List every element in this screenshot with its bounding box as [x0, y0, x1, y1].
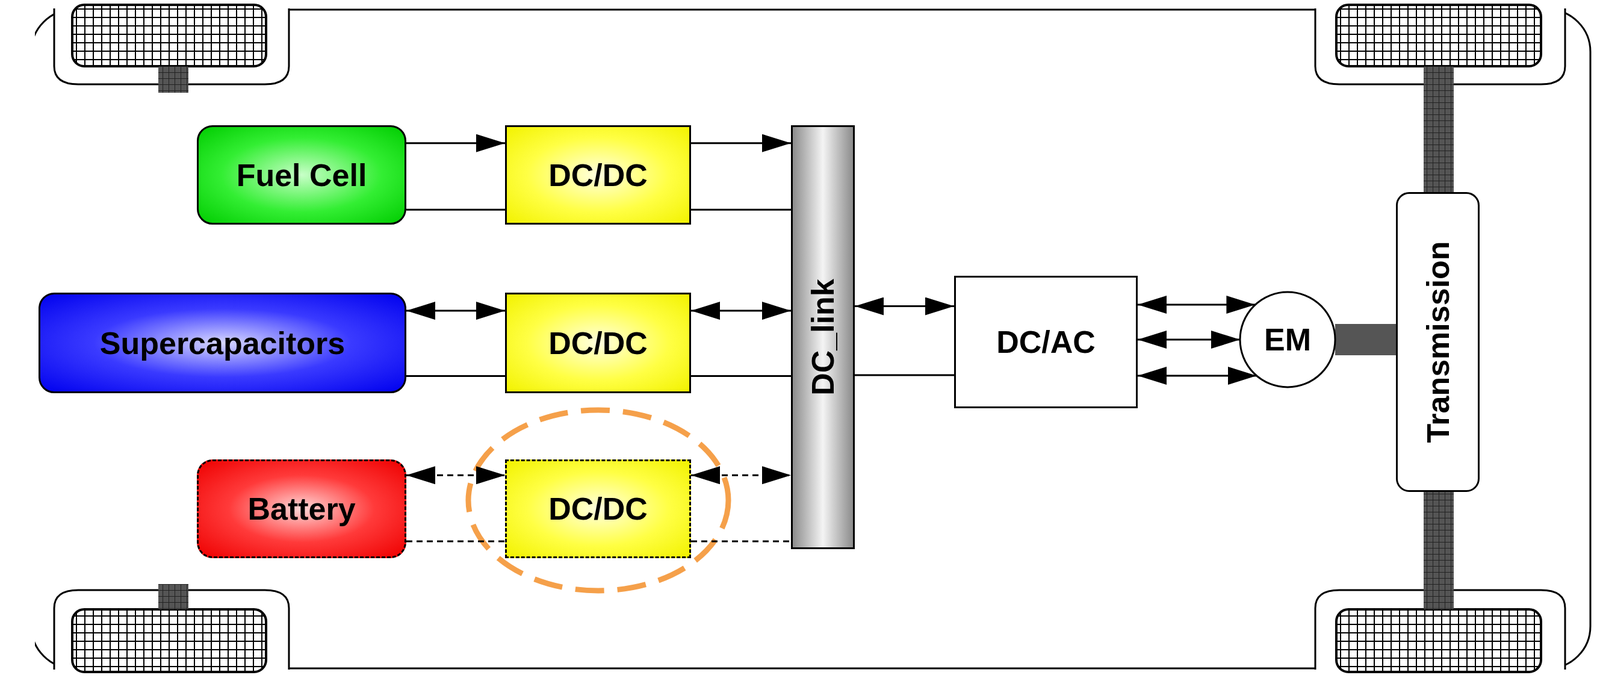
connector: [691, 310, 791, 377]
node-label: EM: [1264, 321, 1312, 358]
connector: [406, 310, 506, 377]
dc-link-bus: DC_link: [790, 125, 855, 549]
converter-box: DC/DC: [505, 125, 692, 225]
connector: [406, 474, 506, 542]
wire: [1137, 375, 1257, 377]
node-label: DC/DC: [548, 157, 648, 194]
node-label: DC_link: [804, 278, 841, 396]
wire: [1137, 338, 1241, 341]
wire: [691, 142, 791, 144]
return-wire: [691, 375, 791, 377]
node-label: Supercapacitors: [99, 325, 346, 362]
return-wire: [406, 375, 506, 377]
connector: [691, 143, 791, 211]
node-label: Battery: [247, 490, 356, 527]
wire: [1137, 303, 1256, 306]
axle-stub: [158, 66, 189, 93]
wire: [691, 474, 791, 477]
connector: [406, 143, 506, 211]
converter-box: DC/DC: [505, 459, 692, 559]
wheel: [1336, 4, 1542, 67]
wheel: [72, 4, 267, 67]
return-wire: [691, 208, 791, 211]
node-label: Transmission: [1420, 240, 1457, 443]
transmission-box: Transmission: [1395, 192, 1480, 492]
connector: [1137, 304, 1257, 376]
supercapacitor-box: Supercapacitors: [38, 292, 407, 394]
wire: [406, 142, 506, 144]
motor-circle: EM: [1238, 290, 1337, 389]
return-wire: [854, 374, 955, 377]
connector: [854, 306, 955, 376]
node-label: DC/DC: [548, 325, 648, 362]
wheel: [72, 609, 267, 672]
car-body: [31, 9, 1591, 669]
node-label: DC/AC: [996, 323, 1096, 360]
connector: [691, 474, 791, 542]
node-label: DC/DC: [548, 490, 648, 527]
converter-box: DC/DC: [505, 292, 692, 394]
wire: [406, 474, 506, 477]
battery-box: Battery: [196, 459, 407, 559]
return-wire: [406, 208, 506, 211]
connector: [1335, 339, 1396, 341]
drive-shaft: [1335, 323, 1396, 356]
wheel: [1336, 609, 1542, 672]
wire: [406, 310, 506, 312]
node-label: Fuel Cell: [236, 157, 368, 194]
inverter-box: DC/AC: [954, 275, 1138, 409]
wire: [691, 310, 791, 312]
highlight-ellipse: [468, 409, 729, 591]
axle-stub: [158, 583, 189, 610]
return-wire: [406, 540, 506, 543]
wire: [854, 305, 955, 307]
return-wire: [691, 540, 791, 543]
fuel-cell-box: Fuel Cell: [196, 125, 407, 225]
